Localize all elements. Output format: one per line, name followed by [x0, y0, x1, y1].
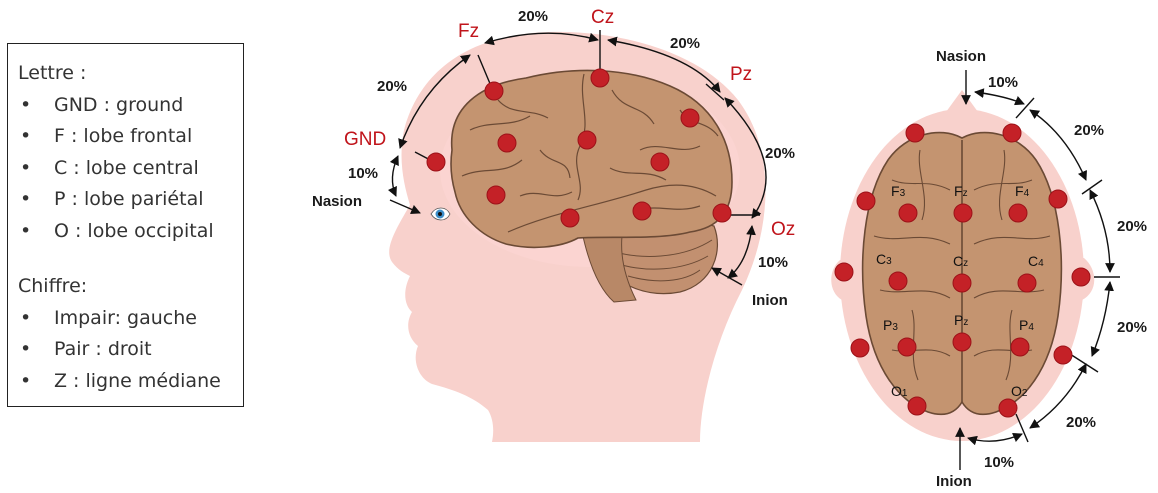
electrode-t6 — [1054, 346, 1072, 364]
electrode-gnd — [427, 153, 445, 171]
pct-nasion-gnd: 10% — [348, 165, 378, 182]
electrode-pz — [953, 333, 971, 351]
pct-oz-inion: 10% — [758, 254, 788, 271]
side-view: Fz Cz Pz GND Oz Nasion Inion 20% 20% 20%… — [312, 7, 795, 442]
label-fz: Fz — [458, 21, 479, 42]
electrode-p4 — [1011, 338, 1029, 356]
electrode-f3 — [899, 204, 917, 222]
top-view: F3 Fz F4 C3 Cz C4 P3 Pz P4 O1 O2 Nasion … — [831, 48, 1147, 490]
pct-cz-pz: 20% — [670, 35, 700, 52]
label-pz: Pz — [730, 64, 752, 85]
electrode-o1 — [908, 397, 926, 415]
pct-bottom-right: 20% — [1066, 414, 1096, 431]
electrode-fp2 — [1003, 124, 1021, 142]
electrode-t4 — [1072, 268, 1090, 286]
electrode-c4 — [1018, 274, 1036, 292]
electrode-f4 — [1009, 204, 1027, 222]
label-cz: Cz — [591, 7, 614, 28]
electrode-p3 — [898, 338, 916, 356]
pct-top: 10% — [988, 74, 1018, 91]
electrode-fz — [485, 82, 503, 100]
electrode — [651, 153, 669, 171]
label-nasion-top: Nasion — [936, 48, 986, 65]
pct-bottom: 10% — [984, 454, 1014, 471]
electrode — [633, 202, 651, 220]
electrode-fp1 — [906, 124, 924, 142]
label-nasion: Nasion — [312, 193, 362, 210]
electrode-o2 — [999, 399, 1017, 417]
pct-lower: 20% — [1117, 319, 1147, 336]
label-oz: Oz — [771, 219, 795, 240]
electrode-t3 — [835, 263, 853, 281]
electrode-t5 — [851, 339, 869, 357]
electrode-cz — [953, 274, 971, 292]
electrode-f7 — [857, 192, 875, 210]
electrode — [578, 131, 596, 149]
pct-mid: 20% — [1117, 218, 1147, 235]
electrode-cz — [591, 69, 609, 87]
electrode-f8 — [1049, 190, 1067, 208]
electrode-pz — [681, 109, 699, 127]
electrode-c3 — [889, 272, 907, 290]
label-gnd: GND — [344, 129, 386, 150]
pct-gnd-fz: 20% — [377, 78, 407, 95]
nose — [946, 90, 978, 112]
electrode — [498, 134, 516, 152]
label-inion-top: Inion — [936, 473, 972, 490]
electrode — [561, 209, 579, 227]
pct-upper: 20% — [1074, 122, 1104, 139]
pct-pz-oz: 20% — [765, 145, 795, 162]
label-inion: Inion — [752, 292, 788, 309]
electrode-fz — [954, 204, 972, 222]
electrode-oz — [713, 204, 731, 222]
electrode — [487, 186, 505, 204]
pct-fz-cz: 20% — [518, 8, 548, 25]
